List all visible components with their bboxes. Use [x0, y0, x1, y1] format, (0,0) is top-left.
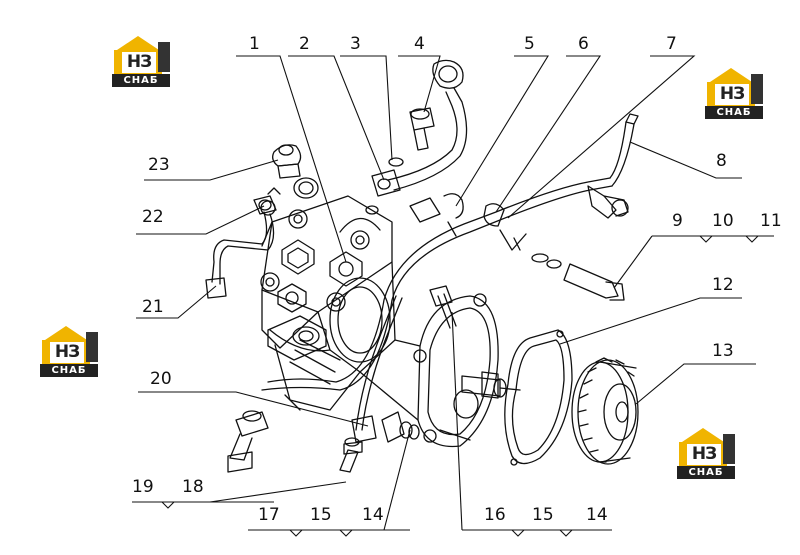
banjo-bolt-top [409, 107, 435, 151]
callout-11: 11 [760, 211, 782, 231]
delivery-pipe [261, 113, 639, 391]
lower-flange [267, 315, 327, 361]
gasket [504, 329, 573, 466]
logo-word: СНАБ [112, 74, 170, 87]
logo-word: СНАБ [40, 364, 98, 377]
callout-5: 5 [524, 34, 535, 54]
callout-13: 13 [712, 341, 734, 361]
drive-gear [571, 357, 639, 465]
callout-6: 6 [578, 34, 589, 54]
union-fitting [381, 411, 420, 443]
brand-logo: НЗ СНАБ [110, 36, 174, 92]
callout-9: 9 [672, 211, 683, 231]
callout-labels: 1 2 3 4 5 6 7 8 9 10 11 12 13 14 15 16 1… [132, 34, 782, 525]
washers [365, 157, 404, 215]
callout-2: 2 [299, 34, 310, 54]
leader-lines [132, 55, 774, 537]
drive-shaft [461, 371, 521, 399]
callout-20: 20 [150, 369, 172, 389]
lower-bolt [227, 410, 269, 473]
callout-21: 21 [142, 297, 164, 317]
callout-12: 12 [712, 275, 734, 295]
callout-7: 7 [666, 34, 677, 54]
callout-23: 23 [148, 155, 170, 175]
callout-19: 19 [132, 477, 154, 497]
callout-18: 18 [182, 477, 204, 497]
callout-15b: 15 [310, 505, 332, 525]
callout-17: 17 [258, 505, 280, 525]
logo-roof-icon [707, 68, 755, 84]
callout-22: 22 [142, 207, 164, 227]
brand-logo: НЗ СНАБ [38, 326, 102, 382]
logo-mark: НЗ [122, 52, 156, 73]
small-bolt [339, 437, 363, 473]
compressor-body [261, 195, 396, 411]
oil-pipe [205, 195, 277, 299]
cover-bolts [260, 177, 370, 313]
brand-logo: НЗ СНАБ [675, 428, 739, 484]
housing-bolt [531, 253, 625, 301]
callout-14: 14 [586, 505, 608, 525]
logo-mark: НЗ [687, 444, 721, 465]
upper-pipe [371, 59, 468, 197]
logo-roof-icon [679, 428, 727, 444]
callout-1: 1 [249, 34, 260, 54]
plug [272, 144, 302, 179]
brand-logo: НЗ СНАБ [703, 68, 767, 124]
logo-word: СНАБ [677, 466, 735, 479]
pipe-end-fitting [587, 185, 629, 219]
housing-stud [429, 285, 457, 329]
logo-word: СНАБ [705, 106, 763, 119]
callout-15: 15 [532, 505, 554, 525]
drive-housing [359, 293, 499, 448]
callout-16: 16 [484, 505, 506, 525]
logo-roof-icon [42, 326, 90, 342]
return-pipe [351, 295, 403, 443]
logo-roof-icon [114, 36, 162, 52]
callout-14b: 14 [362, 505, 384, 525]
logo-mark: НЗ [50, 342, 84, 363]
logo-mark: НЗ [715, 84, 749, 105]
callout-10: 10 [712, 211, 734, 231]
clamp [409, 193, 527, 251]
callout-4: 4 [414, 34, 425, 54]
callout-3: 3 [350, 34, 361, 54]
callout-8: 8 [716, 151, 727, 171]
